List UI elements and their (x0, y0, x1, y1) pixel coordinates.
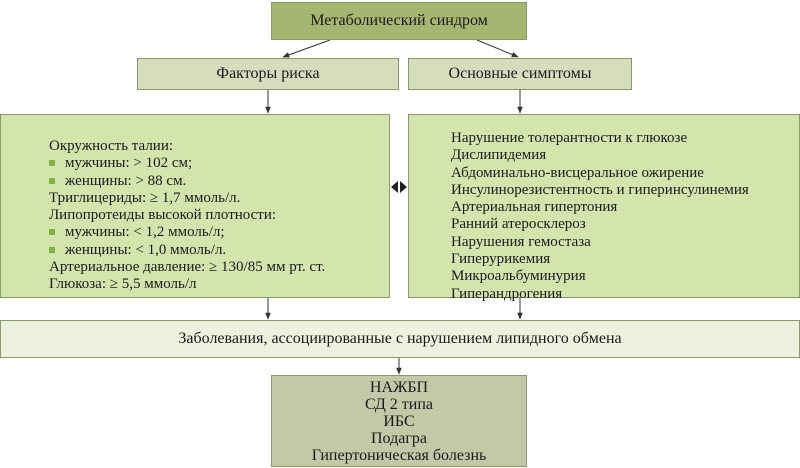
disease-item: СД 2 типа (364, 395, 433, 413)
risk-factor-text: Глюкоза: ≥ 5,5 ммоль/л (49, 276, 197, 293)
symptom-item: Гиперандрогения (451, 285, 563, 302)
metabolic-syndrome-title-box: Метаболический синдром (271, 2, 527, 40)
arrow-title-to-symptoms (476, 39, 519, 58)
symptom-item: Нарушения гемостаза (451, 233, 591, 250)
risk-factor-line: Глюкоза: ≥ 5,5 ммоль/л (49, 276, 389, 293)
bullet-square-icon (49, 229, 55, 236)
risk-factor-text: мужчины: > 102 см; (65, 155, 193, 172)
risk-factors-header-box: Факторы риска (137, 58, 399, 90)
risk-factors-header-text: Факторы риска (216, 65, 320, 82)
title-text: Метаболический синдром (310, 12, 488, 29)
risk-factor-text: Триглицериды: ≥ 1,7 ммоль/л. (49, 189, 241, 206)
symptom-item: Дислипидемия (451, 147, 547, 164)
risk-factor-line: мужчины: < 1,2 ммоль/л; (49, 224, 389, 241)
symptoms-header-text: Основные симптомы (448, 65, 592, 82)
symptom-item: Гиперурикемия (451, 251, 551, 268)
risk-factor-text: женщины: > 88 см. (65, 172, 187, 189)
risk-factor-text: мужчины: < 1,2 ммоль/л; (65, 224, 225, 241)
risk-factor-line: Артериальное давление: ≥ 130/85 мм рт. с… (49, 259, 389, 276)
risk-factor-line: Триглицериды: ≥ 1,7 ммоль/л. (49, 190, 389, 207)
risk-factor-text: Артериальное давление: ≥ 130/85 мм рт. с… (49, 259, 326, 276)
bullet-square-icon (49, 177, 55, 184)
risk-factor-line: Липопротеиды высокой плотности: (49, 207, 389, 224)
bidirectional-arrow-left-icon (391, 181, 398, 193)
arrow-title-to-risk (282, 39, 331, 58)
associated-diseases-text: Заболевания, ассоциированные с нарушение… (178, 330, 622, 347)
risk-factors-panel: Окружность талии:мужчины: > 102 см;женщи… (0, 114, 390, 298)
risk-factor-text: Липопротеиды высокой плотности: (49, 207, 277, 224)
bullet-square-icon (49, 246, 55, 253)
risk-factor-text: женщины: < 1,0 ммоль/л. (65, 241, 227, 258)
bullet-square-icon (49, 160, 55, 167)
risk-factor-line: Окружность талии: (49, 138, 389, 155)
disease-item: НАЖБП (369, 378, 429, 396)
risk-factor-text: Окружность талии: (49, 138, 174, 154)
risk-factor-line: мужчины: > 102 см; (49, 155, 389, 172)
bidirectional-arrow-right-icon (400, 181, 407, 193)
disease-item: Гипертоническая болезнь (311, 446, 487, 464)
symptom-item: Ранний атеросклероз (451, 216, 586, 233)
risk-factor-line: женщины: < 1,0 ммоль/л. (49, 242, 389, 259)
symptom-item: Инсулинорезистентность и гиперинсулинеми… (451, 181, 749, 198)
symptom-item: Абдоминально-висцеральное ожирение (451, 164, 704, 181)
associated-diseases-bar: Заболевания, ассоциированные с нарушение… (0, 320, 800, 358)
disease-item: ИБС (383, 412, 415, 430)
symptom-item: Нарушение толерантности к глюкозе (451, 130, 688, 146)
symptom-item: Артериальная гипертония (451, 199, 618, 216)
symptoms-header-box: Основные симптомы (408, 58, 632, 90)
disease-item: Подагра (371, 429, 427, 447)
risk-factor-line: женщины: > 88 см. (49, 173, 389, 190)
symptom-item: Микроальбуминурия (451, 268, 586, 285)
